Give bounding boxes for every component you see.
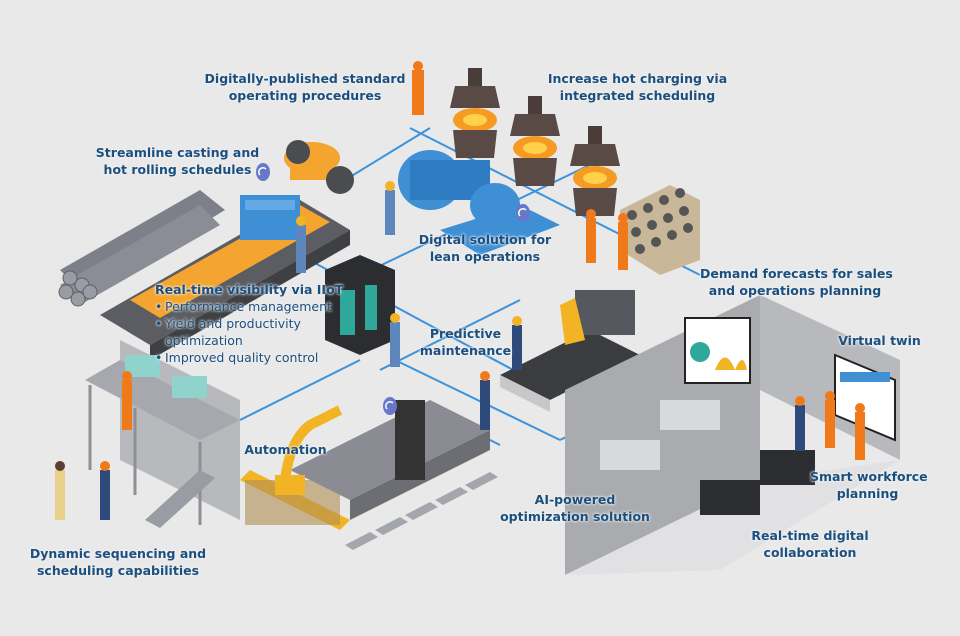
steel-pipes	[58, 190, 225, 307]
label-automation: Automation	[243, 441, 328, 458]
label-line: scheduling capabilities	[36, 563, 200, 578]
label-line: integrated scheduling	[559, 88, 716, 103]
bullet-item: •Improved quality control	[155, 350, 319, 365]
label-line: AI-powered	[534, 492, 616, 507]
server-racks	[325, 255, 395, 355]
workers	[55, 61, 865, 520]
wifi-icon	[516, 204, 530, 222]
label-line: optimization solution	[500, 509, 650, 524]
cutting-machine	[500, 290, 640, 412]
label-line: operating procedures	[228, 88, 382, 103]
label-line: Streamline casting and	[95, 145, 260, 160]
robotic-line	[240, 400, 498, 550]
label-demand: Demand forecasts for sales and operation…	[700, 265, 893, 299]
wifi-icon	[383, 397, 397, 415]
label-line: and operations planning	[708, 283, 882, 298]
label-line: Increase hot charging via	[547, 71, 728, 86]
label-sop: Digitally-published standard operating p…	[200, 70, 410, 104]
bullet-text: Improved quality control	[165, 350, 319, 365]
label-line: Real-time digital	[751, 528, 869, 543]
label-workforce: Smart workforce planning	[810, 468, 928, 502]
label-dynamic: Dynamic sequencing and scheduling capabi…	[28, 545, 208, 579]
bullet-item: •Performance management	[155, 299, 332, 314]
label-line: Digitally-published standard	[204, 71, 406, 86]
lean-machine	[398, 150, 560, 255]
label-line: Digital solution for	[418, 232, 552, 247]
label-line: lean operations	[429, 249, 541, 264]
label-collab: Real-time digital collaboration	[750, 527, 870, 561]
label-virtual-twin: Virtual twin	[832, 332, 927, 349]
label-line: Dynamic sequencing and	[29, 546, 207, 561]
label-hot-charging: Increase hot charging via integrated sch…	[535, 70, 740, 104]
bullet-text: optimization	[165, 333, 243, 348]
label-ai: AI-powered optimization solution	[500, 491, 650, 525]
label-line: maintenance	[419, 343, 512, 358]
label-predictive: Predictive maintenance	[418, 325, 513, 359]
pipe-rack	[620, 185, 700, 275]
bullet-text: Yield and productivity	[165, 316, 301, 331]
bullet-item: •Yield and productivity	[155, 316, 301, 331]
control-room	[565, 295, 900, 575]
bullet-text: Performance management	[165, 299, 332, 314]
label-line: collaboration	[763, 545, 857, 560]
label-lean: Digital solution for lean operations	[410, 231, 560, 265]
label-line: hot rolling schedules	[103, 162, 252, 177]
bullet-continuation: optimization	[155, 332, 343, 349]
label-line: Virtual twin	[838, 333, 921, 348]
label-iiot: Real-time visibility via IIoT •Performan…	[155, 281, 343, 366]
wifi-icon	[256, 163, 270, 181]
label-heading: Real-time visibility via IIoT	[155, 282, 344, 297]
label-line: planning	[836, 486, 899, 501]
label-line: Smart workforce	[810, 469, 928, 484]
label-line: Demand forecasts for sales	[700, 266, 893, 281]
furnaces	[450, 68, 620, 216]
label-line: Automation	[244, 442, 327, 457]
label-casting: Streamline casting and hot rolling sched…	[90, 144, 265, 178]
label-line: Predictive	[429, 326, 502, 341]
